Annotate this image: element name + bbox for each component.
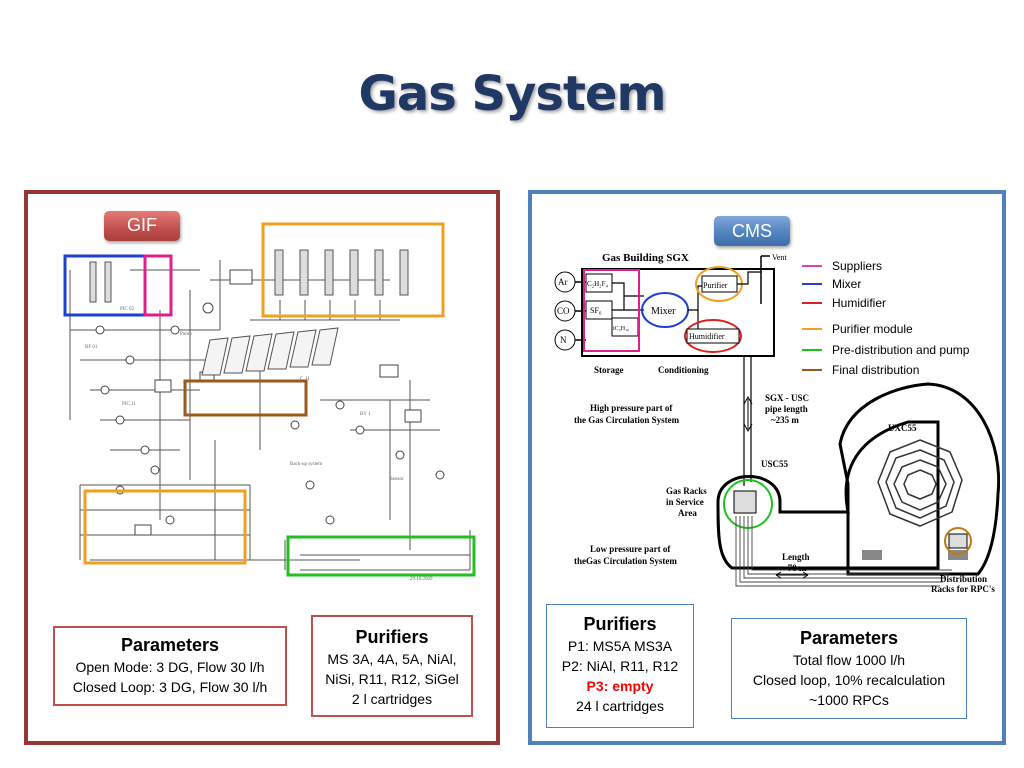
cms-parameters-box: Parameters Total flow 1000 l/h Closed lo… [731, 618, 967, 719]
high-pressure-label: the Gas Circulation System [574, 415, 680, 425]
svg-text:Sensor: Sensor [390, 477, 404, 482]
cms-parameter-line: Closed loop, 10% recalculation [752, 672, 946, 688]
svg-text:BV 1: BV 1 [360, 412, 371, 417]
gas-building-box [581, 268, 775, 357]
gif-parameter-line: Closed Loop: 3 DG, Flow 30 l/h [72, 679, 268, 695]
gif-parameters-box: Parameters Open Mode: 3 DG, Flow 30 l/h … [53, 626, 287, 706]
legend-label: Mixer [832, 277, 861, 291]
gif-purifiers-box: Purifiers MS 3A, 4A, 5A, NiAl, NiSi, R11… [311, 615, 473, 717]
gif-tag: GIF [104, 211, 180, 241]
legend: Suppliers Mixer Humidifier Purifier modu… [802, 259, 970, 377]
gif-purifier-box [261, 222, 445, 318]
usc55-label: USC55 [761, 459, 789, 469]
svg-text:Pump: Pump [180, 332, 192, 337]
purifier-label: Purifier [703, 281, 728, 290]
cms-purifiers-box: Purifiers P1: MS5A MS3A P2: NiAl, R11, R… [546, 604, 694, 728]
legend-label: Final distribution [832, 363, 919, 377]
gif-purifier-module-box [83, 489, 247, 565]
vent-label: Vent [772, 253, 787, 262]
gif-parameter-line: Open Mode: 3 DG, Flow 30 l/h [75, 659, 265, 675]
cms-parameters-heading: Parameters [799, 628, 899, 648]
cms-purifier-p3: P3: empty [586, 678, 654, 694]
low-pressure-label: theGas Circulation System [574, 556, 677, 566]
svg-text:29.10.2009: 29.10.2009 [410, 577, 433, 582]
cms-parameter-line: ~1000 RPCs [809, 692, 889, 708]
gif-purifier-line: NiSi, R11, R12, SiGel [325, 671, 459, 687]
low-pressure-label: Low pressure part of [590, 544, 671, 554]
cms-purifiers-heading: Purifiers [583, 614, 657, 634]
uxc55-label: UXC55 [888, 423, 917, 433]
pipe-length-label: pipe length [765, 404, 808, 414]
high-pressure-label: High pressure part of [590, 403, 673, 413]
distribution-label: Distribution [940, 574, 987, 584]
gas-building-label: Gas Building SGX [602, 252, 689, 264]
legend-label: Purifier module [832, 322, 913, 336]
legend-label: Humidifier [832, 296, 886, 310]
page-title: Gas System [358, 66, 666, 122]
svg-text:RF 01: RF 01 [85, 345, 98, 350]
gif-final-distribution-box [183, 379, 308, 417]
cms-schematic: Gas Building SGX Vent Ar CO N C₂H₂F₄ SF₆… [554, 252, 1000, 594]
cms-tag: CMS [714, 216, 790, 246]
mixer-label: Mixer [651, 306, 676, 317]
cms-parameter-line: Total flow 1000 l/h [792, 652, 906, 668]
svg-text:PIC 11: PIC 11 [122, 402, 136, 407]
cms-purifier-cartridges: 24 l cartridges [576, 698, 664, 714]
gas-racks-label: Area [678, 508, 697, 518]
suppliers-highlight [583, 269, 640, 352]
length-label: Length [782, 552, 810, 562]
svg-text:PIC 02: PIC 02 [120, 307, 135, 312]
final-distribution-highlight [944, 527, 972, 555]
gif-purifiers-heading: Purifiers [355, 627, 429, 647]
gif-pre-distribution-box [286, 535, 476, 577]
supply-label: CO [557, 306, 570, 316]
humidifier-highlight [684, 319, 742, 353]
cms-purifier-line: P2: NiAl, R11, R12 [561, 658, 679, 674]
pipe-length-label: ~235 m [771, 415, 799, 425]
gas-racks-label: Gas Racks [666, 486, 707, 496]
legend-label: Pre-distribution and pump [832, 343, 970, 357]
storage-label: Storage [594, 365, 624, 375]
pipe-length-label: SGX - USC [765, 393, 809, 403]
cms-purifier-line: P1: MS5A MS3A [567, 638, 673, 654]
supply-label: N [560, 335, 567, 345]
svg-text:Back-up system: Back-up system [290, 462, 322, 467]
gif-purifier-line: MS 3A, 4A, 5A, NiAl, [327, 651, 457, 667]
humidifier-label: Humidifier [689, 332, 725, 341]
distribution-label: Racks for RPC's [931, 584, 995, 594]
gas-label: SF₆ [590, 306, 602, 315]
legend-label: Suppliers [832, 259, 882, 273]
length-label: ~70 m [783, 563, 807, 573]
gif-supplier-box [143, 254, 173, 317]
gif-purifier-line: 2 l cartridges [351, 691, 433, 707]
gas-label: C₂H₂F₄ [587, 280, 608, 288]
supply-label: Ar [558, 277, 568, 287]
gas-label: iC₄H₁₀ [613, 326, 629, 332]
gas-racks-label: in Service [666, 497, 704, 507]
gif-parameters-heading: Parameters [120, 635, 220, 655]
conditioning-label: Conditioning [658, 365, 709, 375]
